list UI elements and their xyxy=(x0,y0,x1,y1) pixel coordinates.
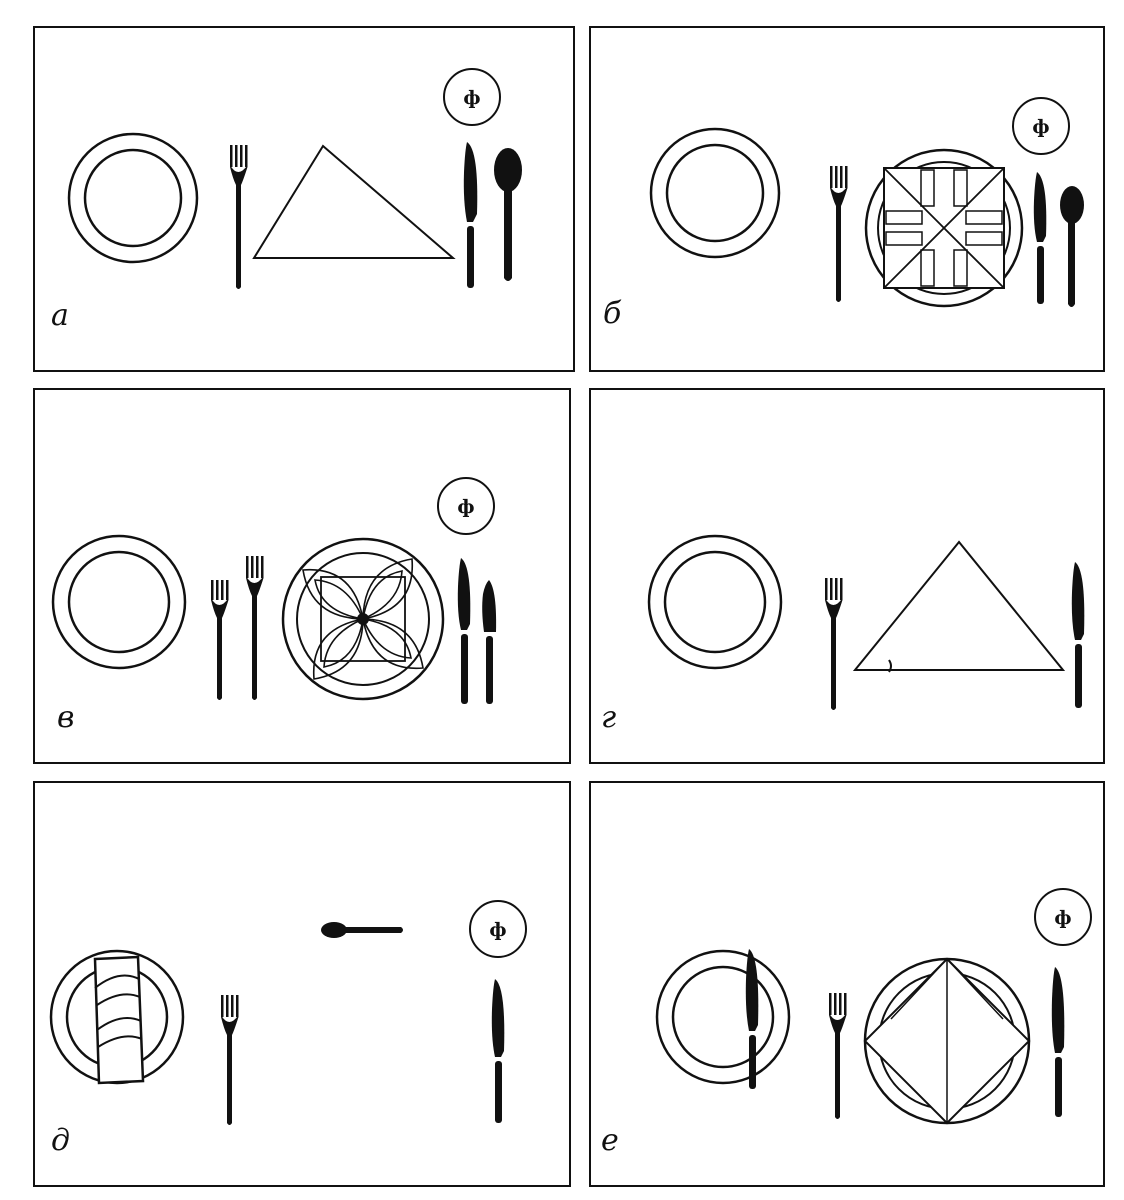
panel-d: ф д xyxy=(33,781,571,1187)
glass-mark: ф xyxy=(463,87,480,109)
glass-mark: ф xyxy=(1032,116,1049,138)
panel-label: в xyxy=(57,700,74,735)
fork-icon xyxy=(221,995,239,1125)
panel-label: д xyxy=(51,1123,70,1158)
knife-icon xyxy=(1052,967,1065,1117)
knife-icon xyxy=(458,558,471,704)
fork-icon xyxy=(830,166,848,302)
glass-icon: ф xyxy=(1013,98,1069,154)
panel-e-drawing: ф xyxy=(591,783,1107,1189)
panel-v-drawing: ф xyxy=(35,390,573,766)
knife-icon xyxy=(1072,562,1085,708)
bread-plate xyxy=(651,129,779,257)
napkin-fold-mark xyxy=(889,660,891,672)
knife-icon xyxy=(464,142,477,288)
spoon-icon xyxy=(1060,186,1084,307)
dinner-plate-with-napkin xyxy=(865,959,1029,1123)
glass-icon: ф xyxy=(470,901,526,957)
dinner-plate-with-napkin xyxy=(283,539,443,699)
panel-v: ф в xyxy=(33,388,571,764)
fish-knife-icon xyxy=(482,580,496,704)
knife-icon xyxy=(1034,172,1047,304)
bread-plate-with-napkin-roll xyxy=(51,951,183,1083)
fish-fork-icon xyxy=(211,580,229,700)
panel-d-drawing: ф xyxy=(35,783,573,1189)
panel-b: ф б xyxy=(589,26,1105,372)
dinner-plate-with-napkin xyxy=(866,150,1022,306)
glass-icon: ф xyxy=(438,478,494,534)
glass-icon: ф xyxy=(444,69,500,125)
panel-label: е xyxy=(601,1123,619,1158)
fork-icon xyxy=(230,145,248,289)
panel-label: г xyxy=(601,700,616,735)
panel-label: а xyxy=(51,298,69,333)
fork-icon xyxy=(825,578,843,710)
fork-icon xyxy=(246,556,264,700)
glass-icon: ф xyxy=(1035,889,1091,945)
panel-g: г xyxy=(589,388,1105,764)
glass-mark: ф xyxy=(457,496,474,518)
bread-plate xyxy=(69,134,197,262)
glass-mark: ф xyxy=(1054,907,1071,929)
fork-icon xyxy=(829,993,847,1119)
panel-a: ф а xyxy=(33,26,575,372)
panel-label: б xyxy=(603,296,621,331)
napkin-triangle xyxy=(254,146,453,258)
butter-knife-icon xyxy=(746,949,759,1089)
knife-icon xyxy=(492,979,505,1123)
bread-plate-with-knife xyxy=(657,949,789,1089)
bread-plate xyxy=(649,536,781,668)
napkin-triangle xyxy=(855,542,1063,670)
bread-plate xyxy=(53,536,185,668)
panel-e: ф е xyxy=(589,781,1105,1187)
panel-b-drawing: ф xyxy=(591,28,1107,374)
panel-g-drawing xyxy=(591,390,1107,766)
spoon-icon xyxy=(494,148,522,281)
panel-a-drawing: ф xyxy=(35,28,577,374)
dessert-spoon-icon xyxy=(321,922,403,938)
glass-mark: ф xyxy=(489,919,506,941)
